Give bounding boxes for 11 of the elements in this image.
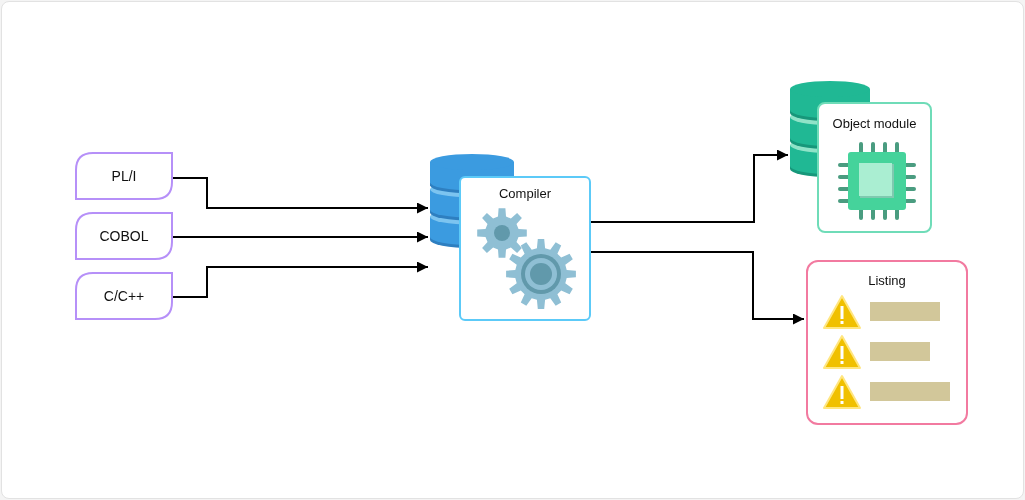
language-label: PL/I — [110, 168, 138, 184]
arrow — [172, 177, 429, 214]
language-label: COBOL — [98, 228, 150, 244]
box-title: Compiler — [498, 186, 552, 201]
box-title: Object module — [831, 116, 918, 131]
arrow — [172, 231, 429, 243]
arrow — [590, 149, 789, 223]
arrow — [172, 261, 429, 298]
arrow — [590, 251, 805, 325]
language-label: C/C++ — [102, 288, 146, 304]
box-title: Listing — [867, 273, 907, 288]
